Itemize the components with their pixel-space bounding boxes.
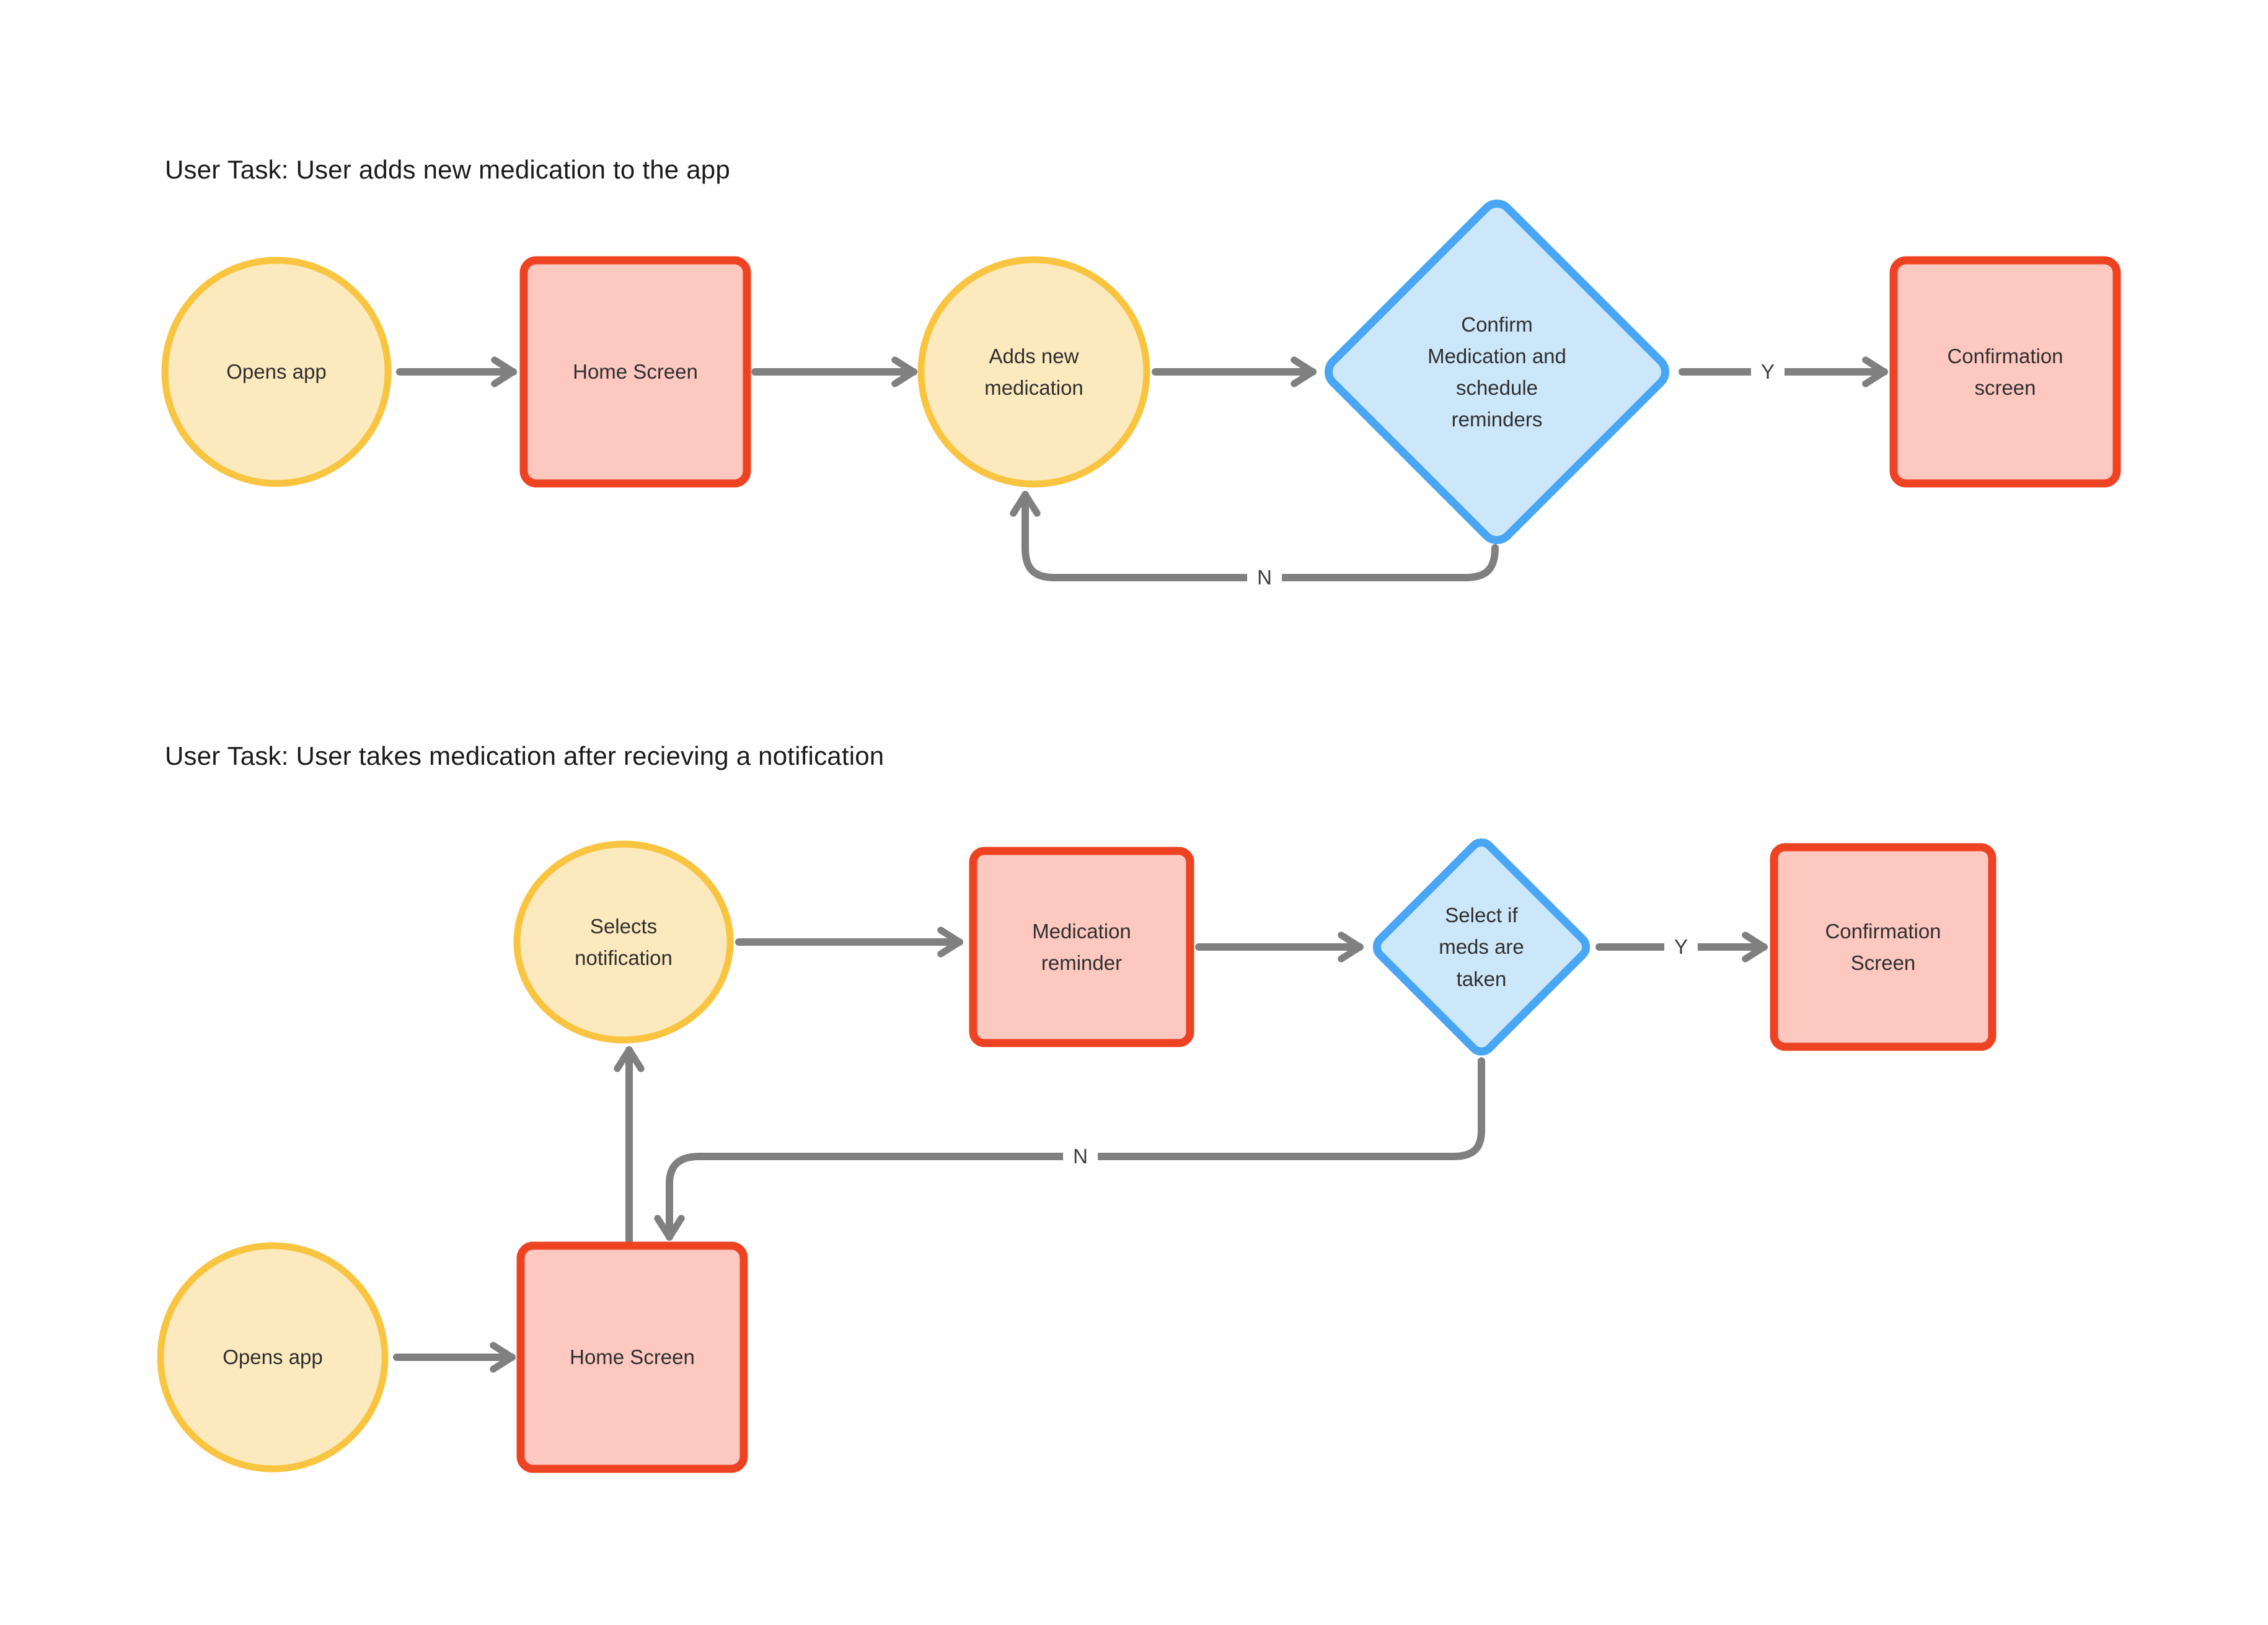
edge-select-decision-to-home-screen-no [654, 1057, 1485, 1241]
start-node-opens-app-1 [161, 257, 392, 487]
label-confirm-decision: Confirm Medication and schedule reminder… [1427, 312, 1566, 431]
action-node-adds-new-medication [917, 256, 1150, 488]
label-opens-app-1: Opens app [226, 360, 327, 384]
label-home-screen-2: Home Screen [570, 1345, 695, 1369]
label-confirmation-screen-2: Confirmation Screen [1825, 919, 1941, 974]
screen-node-confirmation-screen-2 [1770, 843, 1997, 1051]
screen-node-home-screen-1 [519, 256, 751, 488]
label-selects-notification: Selects notification [575, 914, 673, 969]
edge-label-yes-2: Y [1664, 934, 1698, 960]
screen-node-home-screen-2 [516, 1241, 748, 1473]
decision-node-confirm-medication [1325, 200, 1669, 544]
label-home-screen-1: Home Screen [573, 360, 698, 384]
edge-label-no-2: N [1063, 1143, 1098, 1169]
edge-confirm-to-adds-medication-no [1010, 491, 1499, 581]
decision-node-select-if-meds-taken [1372, 838, 1591, 1056]
screen-node-medication-reminder [969, 847, 1194, 1047]
action-node-selects-notification [513, 840, 734, 1044]
flow2-title: User Task: User takes medication after r… [165, 741, 885, 770]
label-opens-app-2: Opens app [223, 1345, 323, 1369]
start-node-opens-app-2 [157, 1242, 389, 1473]
screen-node-confirmation-screen-1 [1889, 256, 2121, 488]
edge-label-yes-1: Y [1750, 359, 1785, 385]
label-confirmation-screen-1: Confirmation screen [1947, 344, 2063, 399]
label-select-if-meds-taken: Select if meds are taken [1439, 904, 1524, 990]
edge-label-no-1: N [1247, 565, 1282, 591]
flow1-title: User Task: User adds new medication to t… [165, 155, 730, 184]
label-medication-reminder: Medication reminder [1032, 919, 1131, 974]
label-adds-new-medication: Adds new medication [984, 344, 1083, 399]
